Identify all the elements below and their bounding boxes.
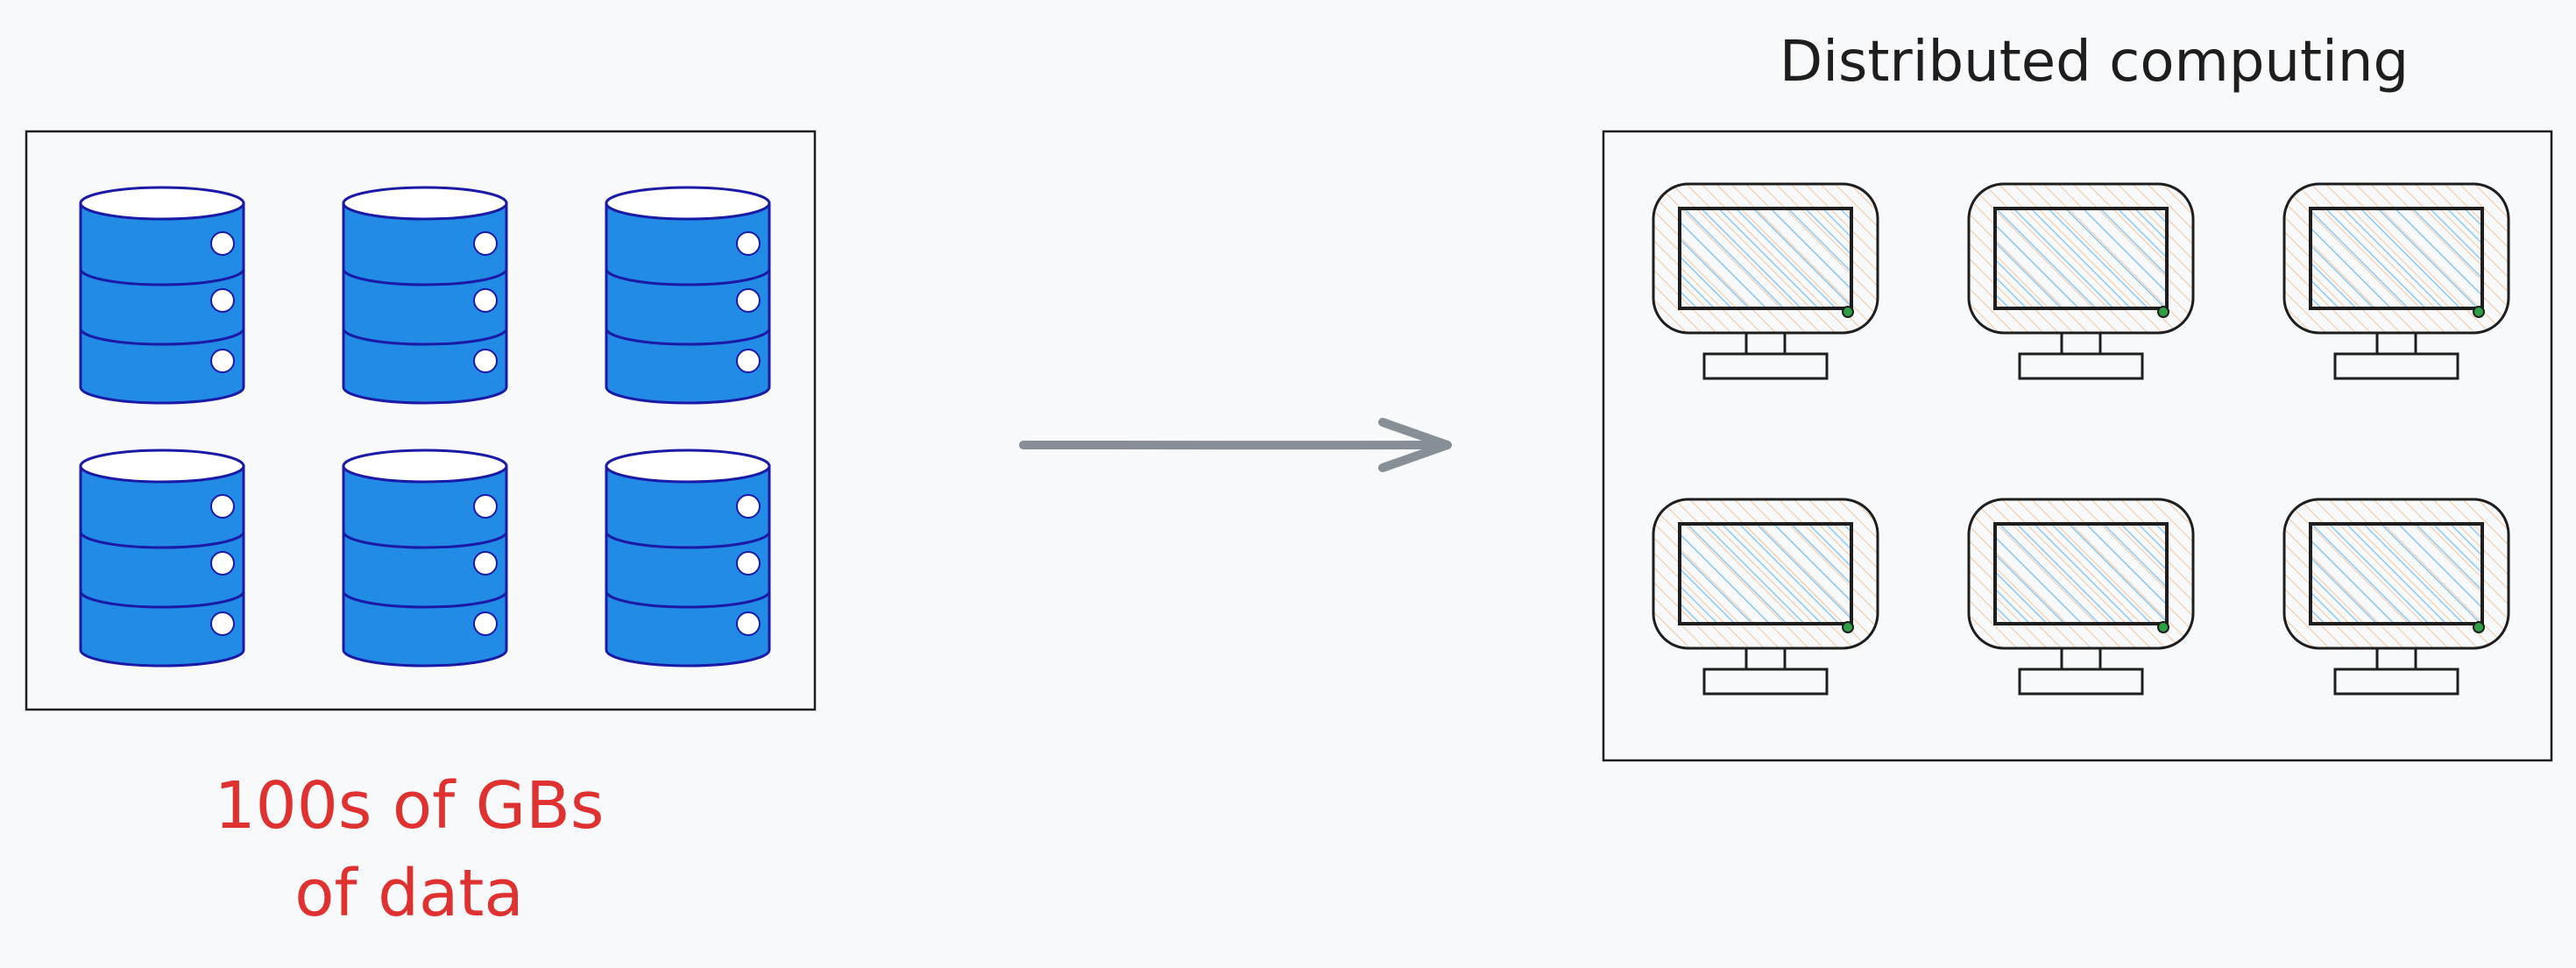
monitor-icon xyxy=(1967,182,2195,380)
database-icon xyxy=(79,449,245,668)
data-storage-frame xyxy=(25,130,817,711)
database-icon xyxy=(342,186,508,405)
data-size-label-line2: of data xyxy=(294,856,524,931)
monitor-icon xyxy=(2282,182,2510,380)
compute-frame xyxy=(1602,130,2553,762)
data-storage-panel xyxy=(25,130,817,711)
monitor-icon xyxy=(2282,498,2510,696)
compute-title: Distributed computing xyxy=(1780,30,2409,95)
compute-panel: Distributed computing xyxy=(1602,30,2553,762)
data-size-label: 100s of GBs of data xyxy=(215,768,605,931)
database-icon xyxy=(605,186,771,405)
monitor-icon xyxy=(1652,182,1879,380)
database-grid xyxy=(79,186,771,668)
database-icon xyxy=(605,449,771,668)
data-size-label-line1: 100s of GBs xyxy=(215,768,605,844)
computer-grid xyxy=(1652,182,2510,696)
monitor-icon xyxy=(1967,498,2195,696)
database-icon xyxy=(342,449,508,668)
monitor-icon xyxy=(1652,498,1879,696)
arrow-right-icon xyxy=(1019,418,1452,472)
database-icon xyxy=(79,186,245,405)
